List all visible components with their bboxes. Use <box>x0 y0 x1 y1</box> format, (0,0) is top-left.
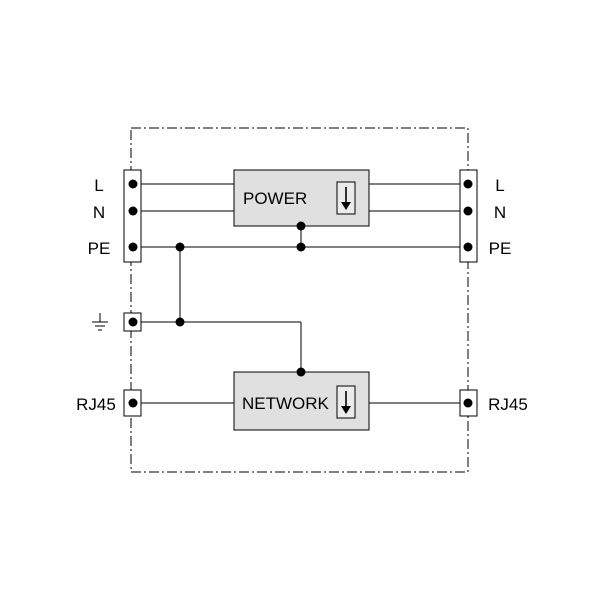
junction-dot <box>128 206 138 216</box>
junction-dot <box>463 242 473 252</box>
network-module-label: NETWORK <box>242 394 330 413</box>
left-label-pe: PE <box>88 239 111 258</box>
right-label-pe: PE <box>489 239 512 258</box>
left-terminal-block <box>123 169 142 263</box>
power-module-label: POWER <box>243 189 307 208</box>
junction-dot <box>175 242 185 252</box>
down-arrow-icon <box>336 181 356 215</box>
left-label-l: L <box>94 176 103 195</box>
right-terminal-block <box>459 169 478 263</box>
junction-dot <box>463 206 473 216</box>
left-label-rj45: RJ45 <box>76 395 116 414</box>
junction-dot <box>128 398 138 408</box>
right-label-rj45: RJ45 <box>488 395 528 414</box>
junction-dot <box>128 242 138 252</box>
right-label-l: L <box>495 176 504 195</box>
left-label-n: N <box>93 203 105 222</box>
junction-dot <box>296 367 306 377</box>
enclosure-boundary <box>130 127 469 473</box>
junction-dot <box>463 398 473 408</box>
power-module: POWER <box>233 169 370 227</box>
junction-dot <box>463 179 473 189</box>
junction-dot <box>296 242 306 252</box>
down-arrow-icon <box>336 385 356 419</box>
junction-dot <box>128 179 138 189</box>
junction-dot <box>175 317 185 327</box>
junction-dot <box>128 317 138 327</box>
ground-icon <box>92 313 108 331</box>
right-label-n: N <box>494 203 506 222</box>
junction-dot <box>296 221 306 231</box>
network-module: NETWORK <box>233 371 370 431</box>
